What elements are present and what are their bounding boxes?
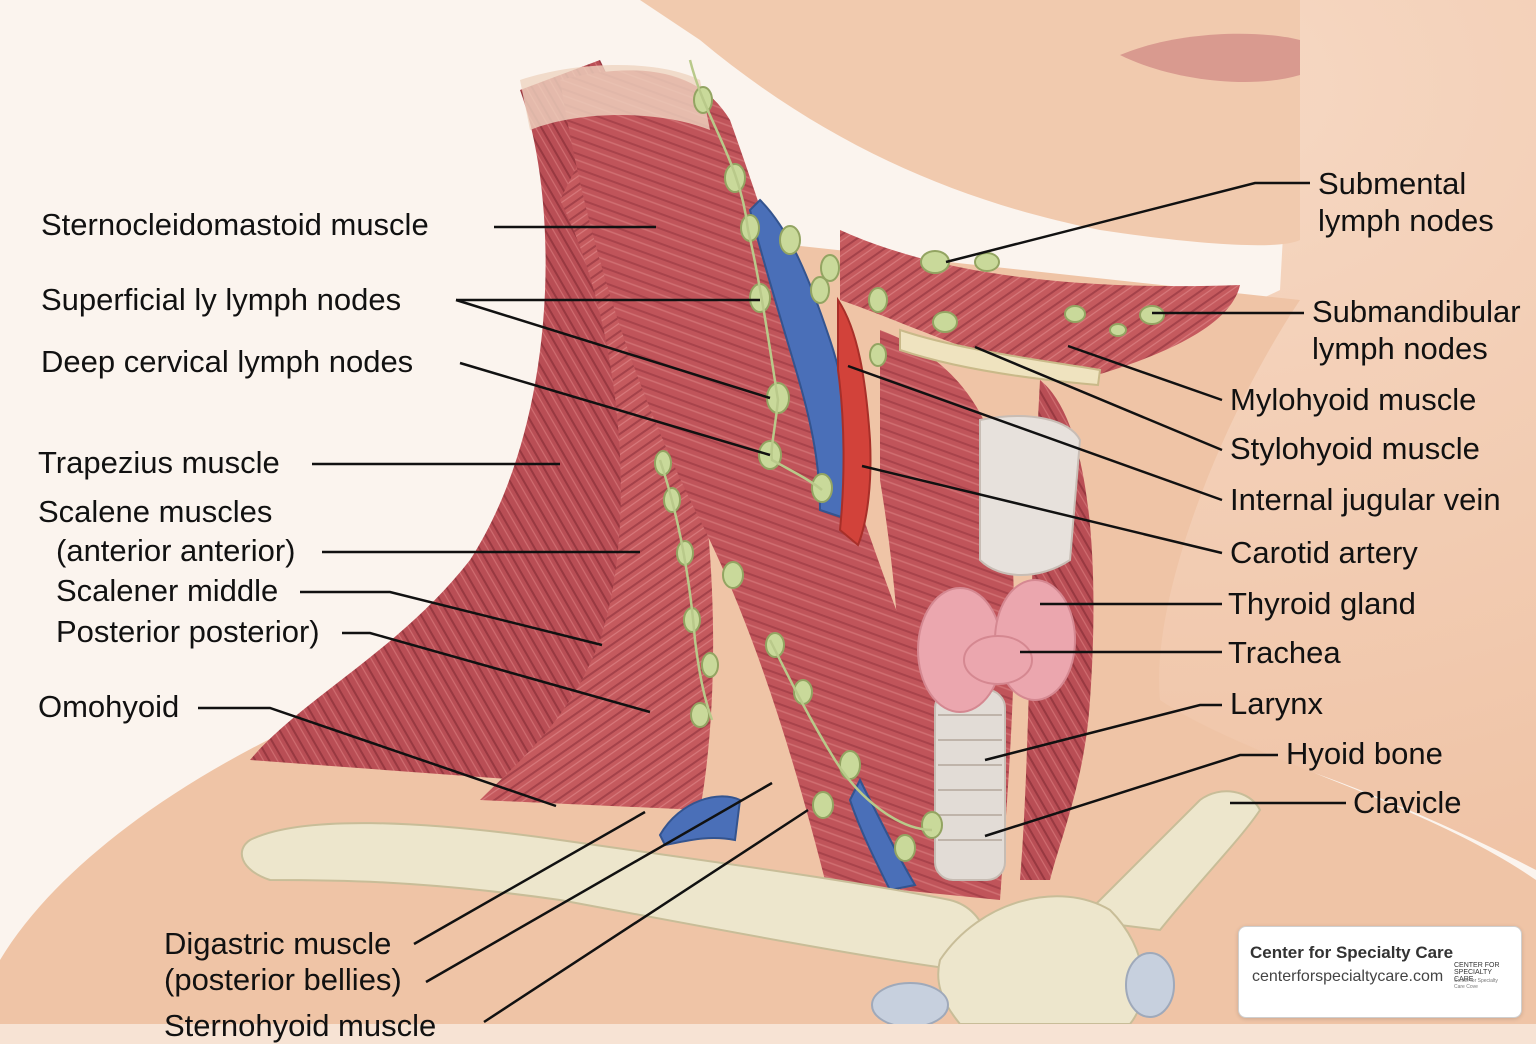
clavicle-right [1077,790,1262,932]
watermark-url: centerforspecialtycare.com [1252,968,1444,985]
label-digastric-muscle: Digastric muscle [164,926,392,961]
label-submandibular-lymph-nodes: lymph nodes [1312,331,1488,366]
watermark-mini-subtitle: Center for Specialty Care Cove [1454,978,1498,990]
trapezius-muscle [250,60,663,780]
rib-cartilage-right [1125,952,1175,1018]
skin-silhouette [430,0,1536,870]
label-stylohyoid-muscle: Stylohyoid muscle [1230,431,1480,466]
label-clavicle: Clavicle [1353,785,1462,820]
lymph-vessels [658,59,933,832]
leader-lines [198,181,1346,1024]
label-digastric-posterior-bellies: (posterior bellies) [164,962,402,997]
lymph-nodes [654,86,1165,862]
label-submental-lymph-nodes: lymph nodes [1318,203,1494,238]
lips [1120,33,1300,83]
carotid-artery [837,296,872,547]
label-hyoid-bone: Hyoid bone [1286,736,1443,771]
label-carotid-artery: Carotid artery [1230,535,1418,570]
label-trapezius-muscle: Trapezius muscle [38,445,280,480]
jugular-vein-lower [848,777,917,892]
label-scalene-muscles: Scalene muscles [38,494,273,529]
trachea [934,689,1006,881]
label-superficial-lymph-nodes: Superficial ly lymph nodes [41,282,402,317]
watermark-mini-title: CENTER FOR SPECIALTY CARE [1454,962,1500,983]
label-scalene-anterior: (anterior anterior) [56,533,296,568]
label-submental: Submental [1318,166,1467,201]
thyroid-gland [917,579,1076,713]
larynx [979,415,1082,576]
label-scalene-middle: Scalener middle [56,573,279,608]
scm-tendon-top [520,65,710,130]
label-sternocleidomastoid-muscle: Sternocleidomastoid muscle [41,207,429,242]
label-scalene-posterior: Posterior posterior) [56,614,320,649]
label-trachea: Trachea [1228,635,1341,670]
label-submandibular: Submandibular [1312,294,1521,329]
sternocleidomastoid-muscle [560,70,960,901]
label-thyroid-gland: Thyroid gland [1228,586,1416,621]
label-internal-jugular-vein: Internal jugular vein [1230,482,1501,517]
label-omohyoid: Omohyoid [38,689,180,724]
watermark-card: Center for Specialty Care centerforspeci… [1238,926,1522,1018]
label-sternohyoid-muscle-cutoff: Sternohyoid muscle [164,1008,437,1043]
label-deep-cervical-lymph-nodes: Deep cervical lymph nodes [41,344,414,379]
label-mylohyoid-muscle: Mylohyoid muscle [1230,382,1477,417]
watermark-name: Center for Specialty Care [1250,943,1454,962]
first-rib-cartilage [871,982,949,1024]
label-larynx: Larynx [1230,686,1324,721]
